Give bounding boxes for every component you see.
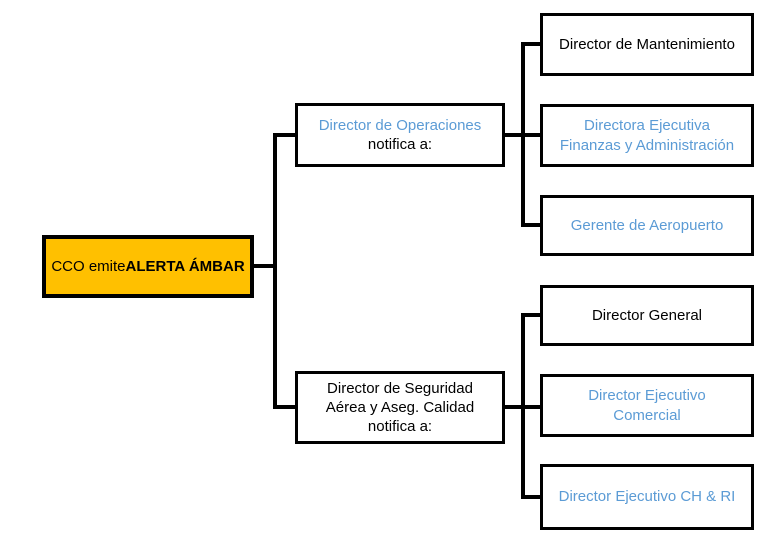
notifier-box-seguridad: Director de Seguridad Aérea y Aseg. Cali…: [295, 371, 505, 444]
recipient-mantenimiento-label: Director de Mantenimiento: [559, 35, 735, 53]
root-alert-bold-text: ALERTA ÁMBAR: [125, 257, 245, 275]
notifier-operaciones-action: notifica a:: [367, 136, 433, 153]
recipient-box-director-general: Director General: [540, 285, 754, 346]
connector-to-director-general: [523, 313, 540, 317]
connector-operaciones-out: [503, 133, 540, 137]
recipient-finanzas-label-line1: Directora Ejecutiva: [584, 117, 710, 135]
connector-root-to-trunk: [252, 264, 277, 268]
notifier-seguridad-action: notifica a:: [367, 418, 433, 436]
notifier-seguridad-title-line1: Director de Seguridad: [327, 379, 473, 397]
notifier-seguridad-title-line2: Aérea y Aseg. Calidad: [325, 398, 475, 416]
connector-trunk-to-operaciones: [275, 133, 295, 137]
connector-to-ch-ri: [523, 495, 540, 499]
recipient-director-general-label: Director General: [591, 306, 703, 324]
recipient-aeropuerto-label: Gerente de Aeropuerto: [570, 216, 724, 234]
connector-to-mantenimiento: [523, 42, 540, 46]
connector-trunk-to-seguridad: [275, 405, 295, 409]
recipient-box-finanzas: Directora Ejecutiva Finanzas y Administr…: [540, 104, 754, 167]
connector-seguridad-out: [503, 405, 540, 409]
connector-left-trunk: [273, 133, 277, 409]
connector-to-aeropuerto: [523, 223, 540, 227]
recipient-box-aeropuerto: Gerente de Aeropuerto: [540, 195, 754, 256]
recipient-comercial-label-line2: Comercial: [613, 406, 681, 424]
recipient-comercial-label-line1: Director Ejecutivo: [588, 387, 706, 405]
notifier-box-operaciones: Director de Operaciones notifica a:: [295, 103, 505, 167]
recipient-finanzas-label-line2: Finanzas y Administración: [559, 136, 735, 154]
recipient-box-mantenimiento: Director de Mantenimiento: [540, 13, 754, 76]
root-alert-prefix-text: CCO emite: [51, 257, 126, 275]
recipient-box-comercial: Director Ejecutivo Comercial: [540, 374, 754, 437]
notifier-operaciones-title: Director de Operaciones: [318, 116, 482, 134]
recipient-ch-ri-label: Director Ejecutivo CH & RI: [558, 488, 736, 506]
recipient-box-ch-ri: Director Ejecutivo CH & RI: [540, 464, 754, 530]
root-alert-box: CCO emite ALERTA ÁMBAR: [42, 235, 254, 298]
